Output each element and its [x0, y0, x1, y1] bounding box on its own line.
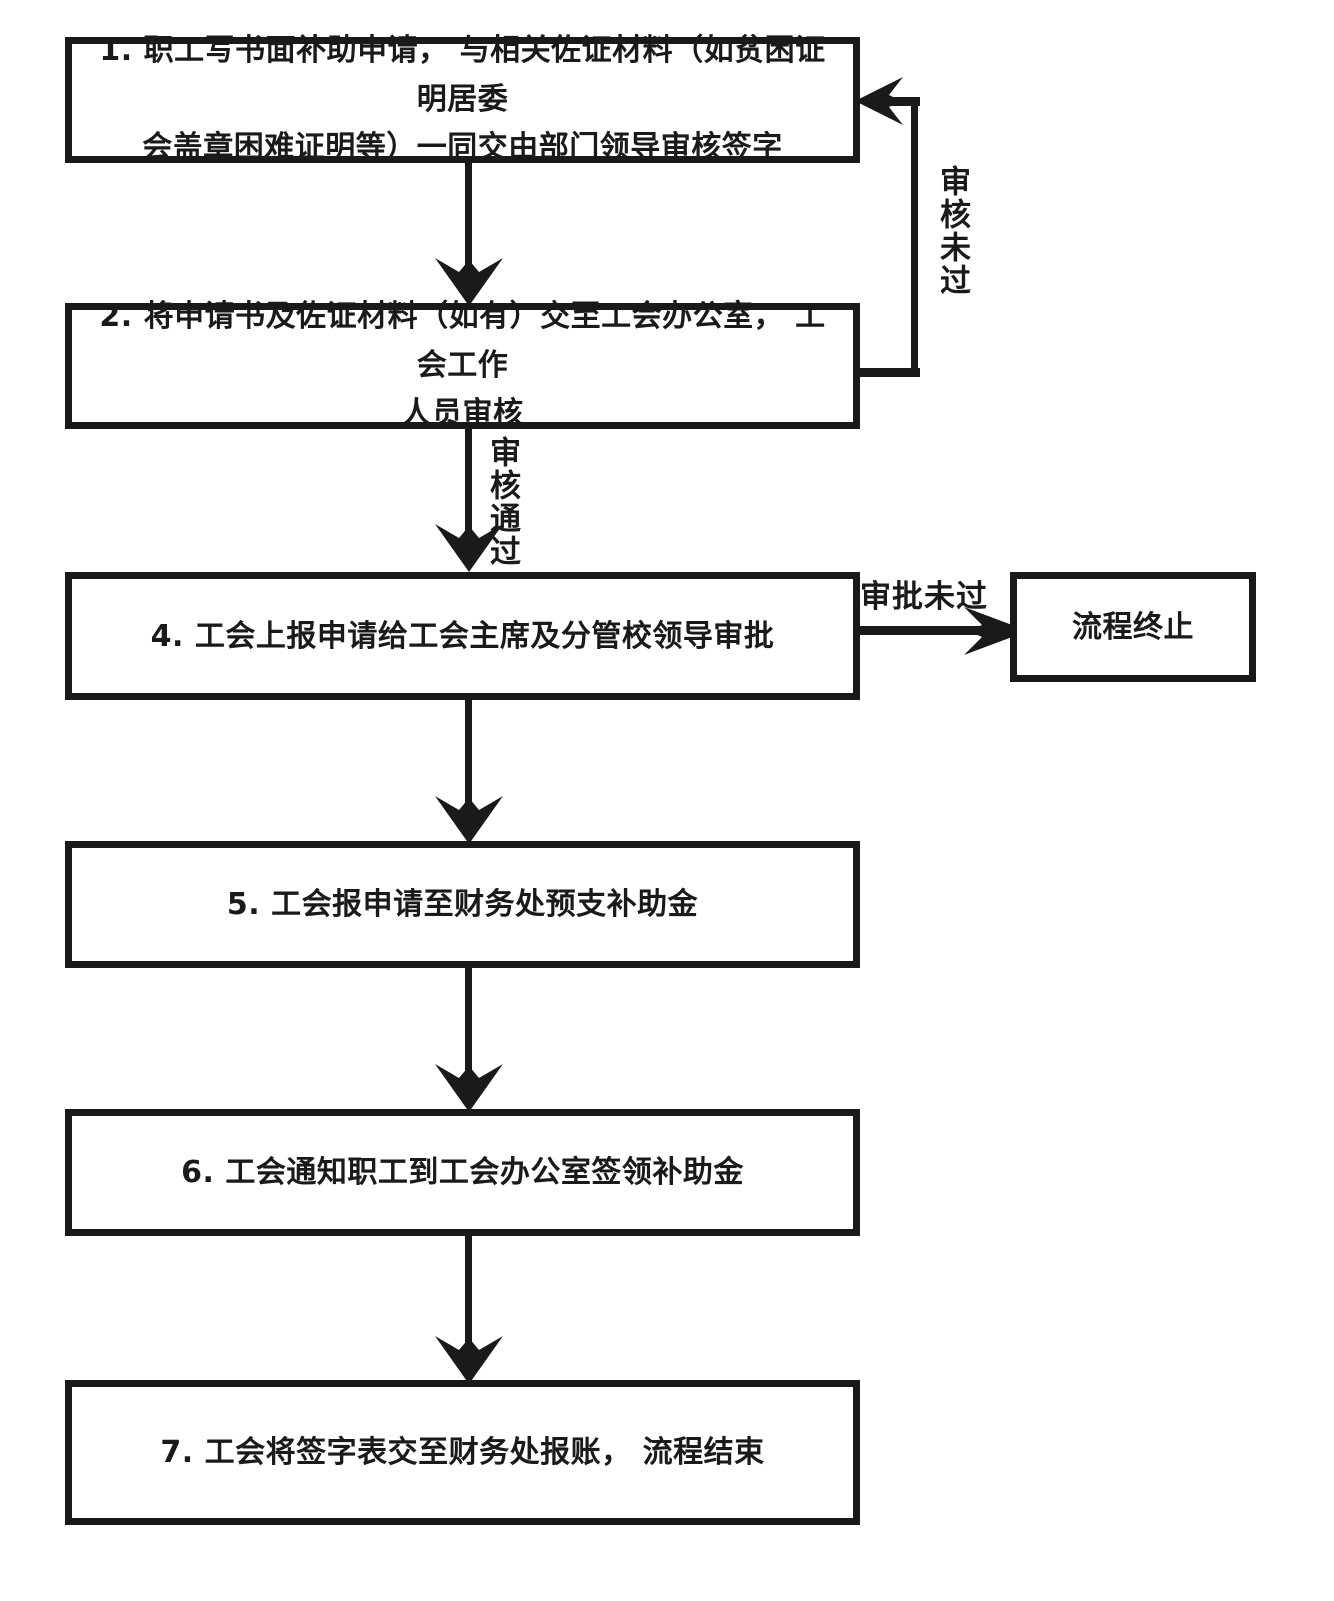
edge-reject-bottom-segment: [860, 368, 920, 377]
edge-terminate-label: 审批未过: [860, 579, 988, 615]
node-step2-label: 2. 将申请书及佐证材料（如有）交至工会办公室， 工会工作 人员审核: [99, 299, 826, 432]
edge-step5-step6-line: [465, 968, 472, 1074]
edge-terminate-line: [860, 626, 988, 635]
node-step1[interactable]: 1. 职工写书面补助申请， 与相关佐证材料（如贫困证明居委 会盖章困难证明等）一…: [65, 33, 860, 165]
node-terminate[interactable]: 流程终止: [1010, 572, 1256, 682]
node-step6-label: 6. 工会通知职工到工会办公室签领补助金: [181, 1155, 744, 1190]
edge-terminate-arrowhead: [964, 607, 1028, 655]
edge-step1-step2-line: [465, 163, 472, 267]
node-step7-label: 7. 工会将签字表交至财务处报账， 流程结束: [160, 1435, 765, 1470]
edge-step6-step7-line: [465, 1236, 472, 1346]
edge-step4-step5-line: [465, 700, 472, 806]
node-step5[interactable]: 5. 工会报申请至财务处预支补助金: [65, 841, 860, 968]
node-step4[interactable]: 4. 工会上报申请给工会主席及分管校领导审批: [65, 572, 860, 700]
node-step5-label: 5. 工会报申请至财务处预支补助金: [226, 887, 699, 922]
edge-reject-vertical-segment: [911, 97, 918, 377]
edge-pass-label: 审核通过: [484, 436, 520, 568]
edge-reject-label: 审核未过: [934, 165, 970, 297]
node-terminate-label: 流程终止: [1072, 609, 1194, 645]
node-step7[interactable]: 7. 工会将签字表交至财务处报账， 流程结束: [65, 1380, 860, 1525]
node-step4-label: 4. 工会上报申请给工会主席及分管校领导审批: [150, 618, 775, 654]
node-step6[interactable]: 6. 工会通知职工到工会办公室签领补助金: [65, 1109, 860, 1236]
edge-reject-arrowhead: [855, 77, 903, 125]
edge-pass-line: [465, 429, 472, 534]
node-step1-label: 1. 职工写书面补助申请， 与相关佐证材料（如贫困证明居委 会盖章困难证明等）一…: [99, 33, 826, 166]
node-step2[interactable]: 2. 将申请书及佐证材料（如有）交至工会办公室， 工会工作 人员审核: [65, 299, 860, 431]
